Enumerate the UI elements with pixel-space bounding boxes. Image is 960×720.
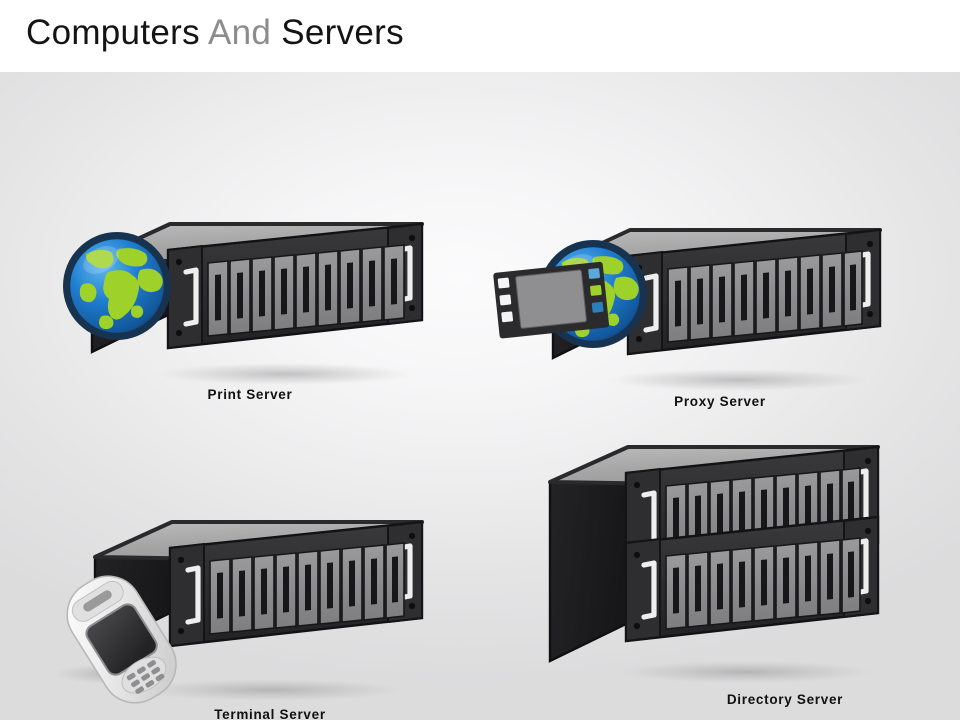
drive-bay bbox=[273, 254, 295, 331]
terminal-server-svg bbox=[53, 520, 424, 704]
drive-bay bbox=[843, 250, 863, 327]
rack-handle-icon bbox=[185, 565, 201, 625]
globe-icon bbox=[63, 232, 171, 340]
rack-handle-icon bbox=[183, 267, 199, 327]
terminal-server-label: Terminal Server bbox=[214, 707, 326, 720]
drive-bay bbox=[821, 252, 843, 329]
drive-bay bbox=[319, 548, 341, 625]
drive-bay bbox=[819, 539, 841, 616]
screw-icon bbox=[864, 527, 872, 535]
drive-bay bbox=[385, 542, 405, 619]
directory-server-svg bbox=[548, 445, 880, 683]
screw-icon bbox=[635, 335, 643, 343]
drive-bay bbox=[711, 262, 733, 339]
drive-bay bbox=[229, 258, 251, 335]
screw-icon bbox=[177, 627, 185, 635]
rack-handle-icon bbox=[641, 560, 657, 620]
screw-icon bbox=[866, 240, 874, 248]
screw-icon bbox=[864, 597, 872, 605]
drive-bay bbox=[799, 254, 821, 331]
page-title-word-2: And bbox=[207, 13, 272, 52]
drive-bay-group bbox=[667, 250, 863, 343]
drive-bay bbox=[687, 551, 709, 628]
drive-bay bbox=[383, 244, 405, 321]
drive-bay bbox=[775, 543, 797, 620]
drive-bay bbox=[207, 260, 229, 337]
print-server-label: Print Server bbox=[207, 387, 293, 402]
screw-icon bbox=[177, 556, 185, 564]
drive-bay bbox=[777, 256, 799, 333]
slide-header: Computers And Servers bbox=[0, 0, 960, 72]
screw-icon bbox=[408, 234, 416, 242]
screw-icon bbox=[633, 481, 641, 489]
drive-bay bbox=[841, 537, 861, 614]
drive-bay bbox=[665, 553, 687, 630]
drive-bay bbox=[253, 554, 275, 631]
page-title-word-3: Servers bbox=[281, 13, 404, 52]
screw-icon bbox=[633, 551, 641, 559]
print-server-svg bbox=[63, 222, 424, 385]
drive-bay bbox=[317, 250, 339, 327]
rack-unit-lower bbox=[624, 515, 880, 643]
screw-icon bbox=[408, 532, 416, 540]
drive-bay bbox=[275, 552, 297, 629]
screw-icon bbox=[633, 622, 641, 630]
item-terminal-server[interactable]: Terminal Server bbox=[20, 512, 480, 720]
shadow bbox=[138, 679, 402, 701]
drive-bay bbox=[361, 246, 383, 323]
proxy-server-graphic bbox=[480, 202, 930, 397]
drive-bay bbox=[231, 556, 253, 633]
drive-bay bbox=[689, 264, 711, 341]
screw-icon bbox=[175, 329, 183, 337]
drive-bay bbox=[251, 256, 273, 333]
shadow bbox=[617, 661, 873, 683]
directory-server-graphic bbox=[530, 427, 950, 692]
screw-icon bbox=[408, 304, 416, 312]
screw-icon bbox=[175, 258, 183, 266]
drive-bay bbox=[295, 252, 317, 329]
directory-server-label: Directory Server bbox=[726, 692, 844, 707]
drive-bay bbox=[667, 266, 689, 343]
page-title-word-1: Computers bbox=[26, 13, 200, 52]
drive-bay-group bbox=[207, 244, 405, 337]
drive-bay-group bbox=[665, 537, 861, 630]
screw-icon bbox=[408, 602, 416, 610]
item-proxy-server[interactable]: Proxy Server bbox=[480, 202, 930, 417]
drive-bay bbox=[341, 546, 363, 623]
drive-bay bbox=[755, 258, 777, 335]
proxy-server-label: Proxy Server bbox=[674, 394, 766, 409]
shadow bbox=[608, 369, 868, 391]
shadow bbox=[157, 363, 413, 385]
drive-bay bbox=[753, 545, 775, 622]
screw-icon bbox=[866, 310, 874, 318]
filmstrip-icon bbox=[493, 261, 610, 339]
drive-bay bbox=[731, 547, 753, 624]
drive-bay bbox=[297, 550, 319, 627]
print-server-graphic bbox=[50, 202, 470, 392]
drive-bay bbox=[797, 541, 819, 618]
drive-bay bbox=[709, 549, 731, 626]
rack-handle-icon bbox=[643, 273, 659, 333]
drive-bay bbox=[209, 558, 231, 635]
mobile-phone-icon bbox=[66, 575, 177, 704]
drive-bay-group bbox=[209, 542, 405, 635]
proxy-server-svg bbox=[493, 228, 882, 391]
drive-bay bbox=[733, 260, 755, 337]
screw-icon bbox=[864, 457, 872, 465]
terminal-server-graphic bbox=[20, 512, 480, 707]
drive-bay bbox=[363, 544, 385, 621]
drive-bay bbox=[339, 248, 361, 325]
diagram-canvas: Print Server bbox=[0, 72, 960, 720]
item-print-server[interactable]: Print Server bbox=[50, 202, 470, 412]
page-title: Computers And Servers bbox=[26, 13, 404, 53]
item-directory-server[interactable]: Directory Server bbox=[530, 427, 950, 717]
